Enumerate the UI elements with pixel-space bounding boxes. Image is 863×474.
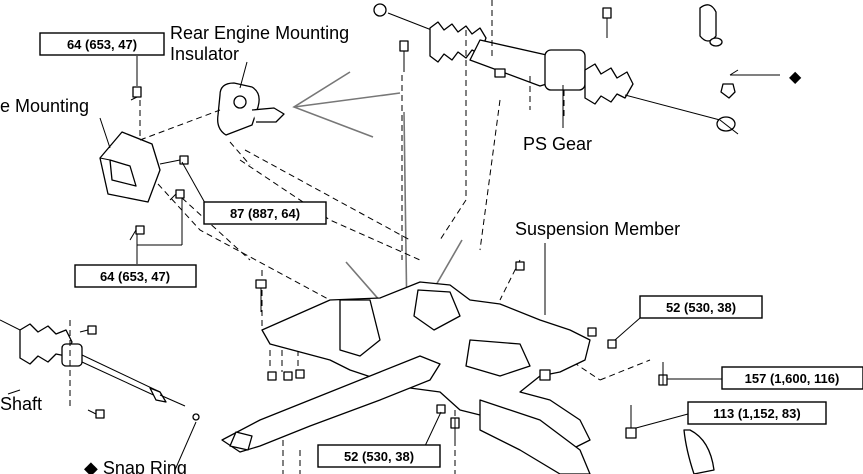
assembly-dashed-lines	[139, 30, 651, 474]
torque-value: 64 (653, 47)	[100, 269, 170, 284]
nut-icon	[494, 68, 506, 78]
torque-box-52-right: 52 (530, 38)	[639, 295, 763, 319]
bolt-icon	[602, 7, 612, 38]
nut-icon	[607, 339, 617, 349]
nut-icon	[267, 371, 277, 381]
torque-box-64-top: 64 (653, 47)	[39, 32, 165, 56]
engine-mounting-leader	[99, 117, 111, 149]
bolt-icon	[87, 409, 105, 419]
drive-shaft	[0, 319, 200, 421]
tie-rod-end-parts	[699, 4, 780, 99]
nut-icon	[436, 404, 446, 414]
bolt-icon	[159, 155, 189, 165]
suspension-member	[221, 281, 715, 474]
diamond-icon: ◆	[789, 69, 802, 86]
torque-value: 87 (887, 64)	[230, 206, 300, 221]
bolt-icon	[399, 40, 409, 72]
torque-value: 52 (530, 38)	[344, 449, 414, 464]
engine-mounting-label: e Mounting	[0, 96, 89, 116]
torque-box-64-bottom: 64 (653, 47)	[74, 264, 197, 288]
bolt-icon	[515, 261, 525, 271]
nut-icon	[283, 371, 293, 381]
torque-box-87: 87 (887, 64)	[203, 201, 327, 225]
torque-value: 113 (1,152, 83)	[713, 406, 800, 421]
engine-mounting-bracket	[99, 131, 161, 203]
torque-value: 52 (530, 38)	[666, 300, 736, 315]
bolt-icon	[79, 325, 97, 335]
insulator-leader	[239, 61, 248, 89]
torque-value: 64 (653, 47)	[67, 37, 137, 52]
bolt-icon	[130, 86, 142, 101]
suspension-member-label: Suspension Member	[515, 219, 680, 239]
rear-insulator-label-line1: Rear Engine Mounting	[170, 23, 349, 43]
rear-insulator-label-line2: Insulator	[170, 44, 239, 64]
nut-icon	[587, 327, 597, 337]
bolt-icon	[129, 225, 145, 241]
torque-leaders	[136, 56, 722, 447]
bolt-icon	[625, 405, 637, 439]
snap-ring-label: ◆ Snap Ring	[84, 458, 187, 474]
bolt-icon	[450, 417, 460, 440]
torque-value: 157 (1,600, 116)	[745, 371, 840, 386]
torque-box-52-bottom: 52 (530, 38)	[317, 444, 441, 468]
bolt-icon	[169, 189, 185, 201]
torque-box-157: 157 (1,600, 116)	[721, 366, 863, 390]
shaft-label: Shaft	[0, 394, 42, 414]
bolt-icon	[255, 279, 267, 312]
ps-gear-label: PS Gear	[523, 134, 592, 154]
shaft-leader	[7, 389, 21, 395]
ps-gear-assembly	[373, 0, 739, 135]
bolt-icon	[539, 369, 551, 381]
rear-engine-mounting-insulator	[217, 82, 285, 166]
torque-box-113: 113 (1,152, 83)	[687, 401, 827, 425]
bolt-icon	[658, 362, 668, 386]
snap-ring-leader	[174, 421, 197, 471]
nut-icon	[295, 369, 305, 379]
